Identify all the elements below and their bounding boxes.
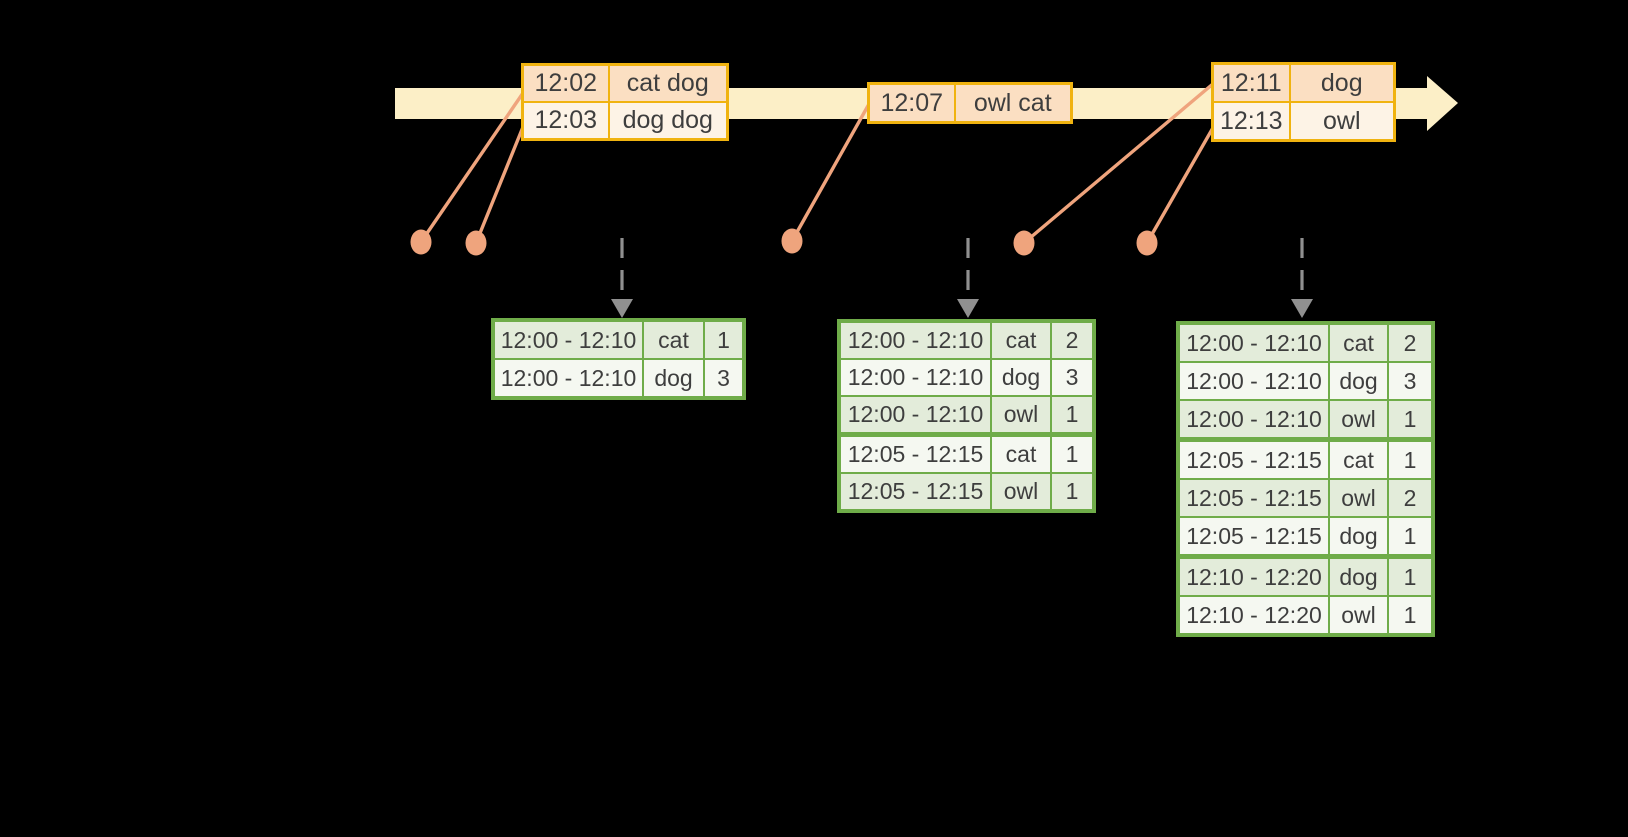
count-cell: 2 (1050, 320, 1095, 360)
leader-line-2 (474, 126, 525, 244)
table-row: 12:05 - 12:15 cat 1 (838, 433, 1095, 474)
window-cell: 12:00 - 12:10 (1177, 361, 1330, 401)
table-row: 12:00 - 12:10 cat 1 (492, 319, 745, 360)
table-row: 12:00 - 12:10 owl 1 (838, 395, 1095, 437)
leader-line-1 (419, 92, 525, 243)
value-cell: dog (1288, 62, 1396, 103)
word-cell: owl (1328, 595, 1389, 636)
window-cell: 12:05 - 12:15 (838, 433, 992, 474)
count-cell: 1 (1387, 399, 1434, 442)
word-cell: dog (1328, 361, 1389, 401)
down-arrow-icon (1291, 299, 1313, 318)
count-cell: 1 (1050, 433, 1095, 474)
event-dot-3 (781, 228, 803, 254)
table-row: 12:05 - 12:15 owl 1 (838, 472, 1095, 512)
table-row: 12:05 - 12:15 dog 1 (1177, 516, 1434, 559)
word-cell: cat (990, 433, 1052, 474)
count-cell: 1 (1387, 595, 1434, 636)
table-row: 12:10 - 12:20 owl 1 (1177, 595, 1434, 636)
value-cell: owl cat (953, 82, 1073, 124)
table-row: 12:05 - 12:15 owl 2 (1177, 478, 1434, 518)
count-cell: 3 (703, 358, 745, 399)
table-row: 12:00 - 12:10 dog 3 (1177, 361, 1434, 401)
result-table-3: 12:00 - 12:10 cat 2 12:00 - 12:10 dog 3 … (1176, 321, 1435, 637)
table-row: 12:00 - 12:10 owl 1 (1177, 399, 1434, 442)
result-table-1: 12:00 - 12:10 cat 1 12:00 - 12:10 dog 3 (491, 318, 746, 400)
leader-line-4 (1022, 81, 1216, 245)
event-dot-2 (465, 230, 487, 256)
table-row: 12:05 - 12:15 cat 1 (1177, 438, 1434, 480)
count-cell: 3 (1387, 361, 1434, 401)
table-row: 12:00 - 12:10 cat 2 (838, 320, 1095, 360)
window-cell: 12:00 - 12:10 (838, 395, 992, 437)
event-dot-5 (1136, 230, 1158, 256)
window-cell: 12:05 - 12:15 (1177, 516, 1330, 559)
event-table-1: 12:02 cat dog 12:03 dog dog (521, 63, 729, 141)
table-row: 12:11 dog (1211, 62, 1396, 103)
event-dots (410, 228, 1158, 256)
time-cell: 12:02 (521, 63, 610, 103)
word-cell: cat (990, 320, 1052, 360)
word-cell: cat (1328, 438, 1389, 480)
value-cell: dog dog (607, 101, 729, 141)
word-cell: owl (1328, 399, 1389, 442)
trigger-arrow-heads (611, 299, 1313, 318)
window-cell: 12:10 - 12:20 (1177, 555, 1330, 597)
time-cell: 12:11 (1211, 62, 1291, 103)
word-cell: dog (642, 358, 705, 399)
leader-line-3 (790, 103, 871, 242)
result-table-2: 12:00 - 12:10 cat 2 12:00 - 12:10 dog 3 … (837, 319, 1096, 513)
event-dot-1 (410, 229, 432, 255)
count-cell: 1 (1387, 516, 1434, 559)
time-cell: 12:07 (867, 82, 956, 124)
time-cell: 12:13 (1211, 101, 1291, 142)
window-cell: 12:00 - 12:10 (1177, 399, 1330, 442)
window-cell: 12:00 - 12:10 (838, 320, 992, 360)
count-cell: 1 (1387, 438, 1434, 480)
count-cell: 1 (1387, 555, 1434, 597)
table-row: 12:07 owl cat (867, 82, 1073, 124)
event-dot-4 (1013, 230, 1035, 256)
word-cell: owl (990, 395, 1052, 437)
word-cell: cat (642, 319, 705, 360)
window-cell: 12:05 - 12:15 (1177, 478, 1330, 518)
time-cell: 12:03 (521, 101, 610, 141)
table-row: 12:10 - 12:20 dog 1 (1177, 555, 1434, 597)
leader-lines (419, 81, 1216, 245)
count-cell: 2 (1387, 322, 1434, 363)
down-arrow-icon (957, 299, 979, 318)
word-cell: owl (990, 472, 1052, 512)
word-cell: dog (1328, 555, 1389, 597)
count-cell: 1 (1050, 472, 1095, 512)
window-cell: 12:00 - 12:10 (492, 319, 644, 360)
window-cell: 12:10 - 12:20 (1177, 595, 1330, 636)
window-cell: 12:05 - 12:15 (838, 472, 992, 512)
table-row: 12:00 - 12:10 dog 3 (838, 358, 1095, 397)
count-cell: 1 (703, 319, 745, 360)
timeline-arrow-head-icon (1427, 76, 1458, 131)
event-table-3: 12:11 dog 12:13 owl (1211, 62, 1396, 142)
leader-line-5 (1145, 125, 1216, 244)
window-cell: 12:00 - 12:10 (838, 358, 992, 397)
word-cell: dog (990, 358, 1052, 397)
word-cell: cat (1328, 322, 1389, 363)
table-row: 12:03 dog dog (521, 101, 729, 141)
window-cell: 12:05 - 12:15 (1177, 438, 1330, 480)
word-cell: owl (1328, 478, 1389, 518)
down-arrow-icon (611, 299, 633, 318)
table-row: 12:00 - 12:10 cat 2 (1177, 322, 1434, 363)
table-row: 12:00 - 12:10 dog 3 (492, 358, 745, 399)
count-cell: 3 (1050, 358, 1095, 397)
value-cell: owl (1288, 101, 1396, 142)
table-row: 12:02 cat dog (521, 63, 729, 103)
trigger-arrow-lines (620, 238, 1304, 300)
count-cell: 1 (1050, 395, 1095, 437)
count-cell: 2 (1387, 478, 1434, 518)
table-row: 12:13 owl (1211, 101, 1396, 142)
event-table-2: 12:07 owl cat (867, 82, 1073, 124)
value-cell: cat dog (607, 63, 729, 103)
word-cell: dog (1328, 516, 1389, 559)
window-cell: 12:00 - 12:10 (492, 358, 644, 399)
window-cell: 12:00 - 12:10 (1177, 322, 1330, 363)
